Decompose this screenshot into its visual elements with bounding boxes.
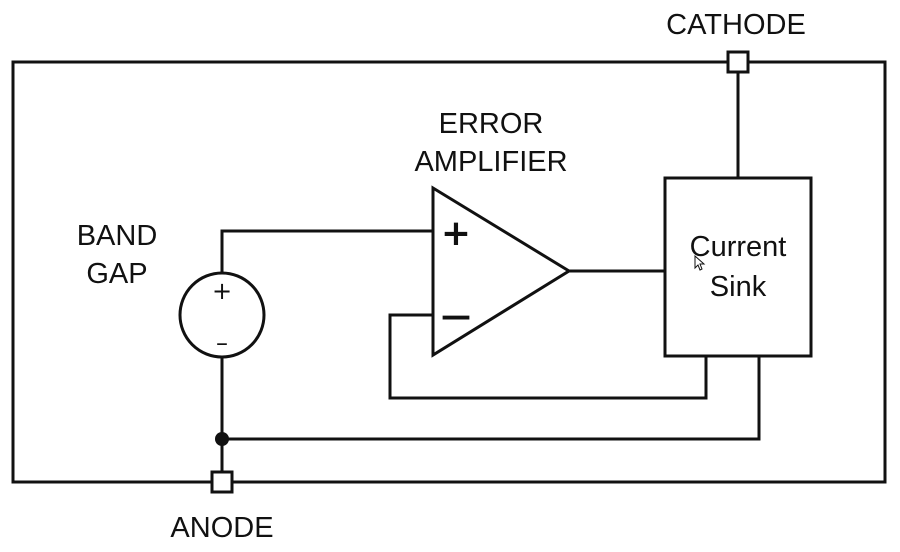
band-gap-minus-symbol: –: [216, 329, 228, 357]
band-gap-label-line2: GAP: [86, 258, 147, 290]
current-sink-label-line2: Sink: [710, 271, 767, 303]
cathode-pin: [726, 50, 750, 74]
band-gap-source: [178, 271, 266, 359]
band-gap-label-line1: BAND: [77, 220, 158, 252]
current-sink-block: [663, 176, 813, 358]
junction-dot: [215, 432, 229, 446]
mouse-cursor-icon: [694, 254, 706, 271]
error-amplifier-opamp: [431, 185, 572, 358]
error-amplifier-label-line1: ERROR: [439, 108, 544, 140]
device-boundary: [11, 60, 887, 484]
error-amplifier-label-line2: AMPLIFIER: [414, 146, 567, 178]
cathode-label: CATHODE: [666, 9, 806, 41]
anode-label: ANODE: [170, 512, 273, 544]
wire-feedback: [388, 313, 708, 400]
wire-sink-to-anode: [220, 354, 761, 441]
wire-bandgap-to-plus: [220, 229, 435, 276]
anode-pin: [210, 470, 234, 494]
band-gap-plus-symbol: +: [212, 277, 232, 305]
opamp-minus-symbol: —: [441, 299, 471, 334]
opamp-plus-symbol: +: [441, 213, 471, 254]
current-sink-label-line1: Current: [690, 231, 787, 263]
